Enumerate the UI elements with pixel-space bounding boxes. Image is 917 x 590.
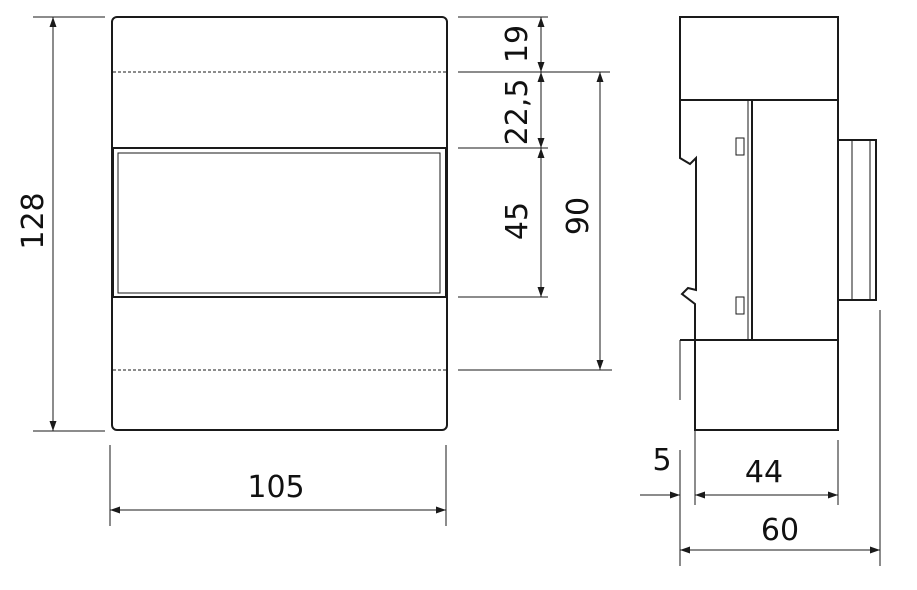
- side-bottom-block: [680, 339, 839, 431]
- width-dimension: 105: [109, 445, 447, 526]
- side-view: [679, 16, 877, 431]
- window-span-label: 90: [561, 197, 596, 235]
- side-middle-body: [751, 99, 839, 341]
- side-rail-clip: [679, 100, 697, 340]
- depth-offset-label: 5: [652, 443, 671, 478]
- total-depth-label: 60: [761, 513, 799, 548]
- height-label: 128: [16, 192, 51, 249]
- side-terminal-slot-lower: [735, 296, 745, 315]
- side-dimensions: 5 44 60: [640, 310, 881, 566]
- side-front-cover: [838, 139, 877, 301]
- side-terminal-slot-upper: [735, 137, 745, 156]
- window-frame-inner: [117, 152, 441, 294]
- side-top-block: [679, 16, 839, 101]
- width-label: 105: [247, 470, 304, 505]
- front-housing: [111, 16, 448, 431]
- vertical-dimensions: 19 22,5 45 90: [458, 16, 612, 371]
- height-dimension: 128: [16, 16, 105, 432]
- body-depth-label: 44: [745, 455, 783, 490]
- window-frame-outer: [112, 147, 447, 298]
- window-label: 45: [500, 202, 535, 240]
- top-band-label: 19: [500, 25, 535, 63]
- front-view: [111, 16, 448, 431]
- upper-gap-label: 22,5: [500, 79, 535, 146]
